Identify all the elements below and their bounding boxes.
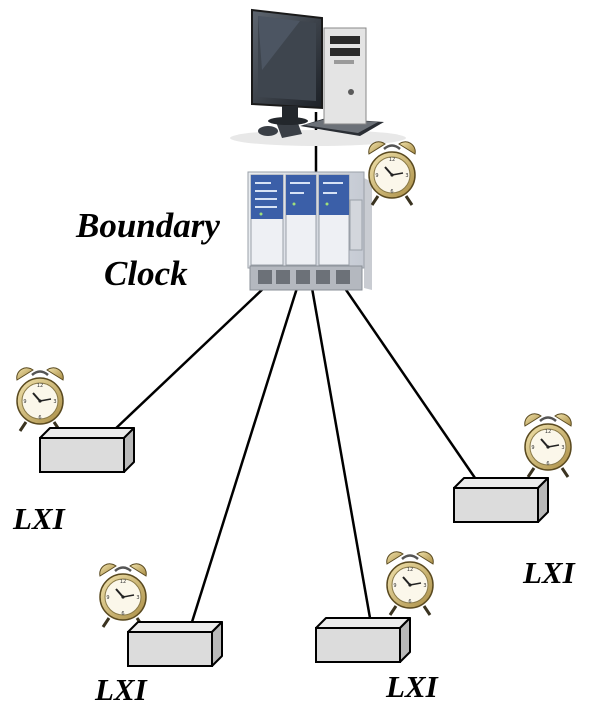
cable-to-lxi-2 — [190, 287, 299, 623]
alarm-clock-icon — [523, 412, 573, 479]
lxi-device-box — [127, 621, 223, 667]
desktop-computer-icon — [230, 8, 406, 146]
lxi-device-box — [39, 427, 135, 473]
alarm-clock-icon — [367, 140, 417, 207]
lxi-label: LXI — [523, 555, 575, 590]
lxi-label: LXI — [95, 672, 147, 707]
cable-to-lxi-3 — [310, 287, 372, 619]
boundary-clock-label-line2: Clock — [104, 254, 188, 293]
cable-to-lxi-1 — [111, 285, 267, 433]
lxi-label: LXI — [386, 669, 438, 704]
lxi-device-box — [453, 477, 549, 523]
network-cables — [111, 112, 477, 623]
lxi-label: LXI — [13, 501, 65, 536]
alarm-clock-icon — [385, 550, 435, 617]
boundary-clock-label-line1: Boundary — [76, 206, 220, 245]
alarm-clock-icon — [15, 366, 65, 433]
alarm-clock-icon — [98, 562, 148, 629]
lxi-device-box — [315, 617, 411, 663]
network-switch-icon — [247, 171, 372, 291]
cable-to-lxi-4 — [340, 283, 477, 479]
